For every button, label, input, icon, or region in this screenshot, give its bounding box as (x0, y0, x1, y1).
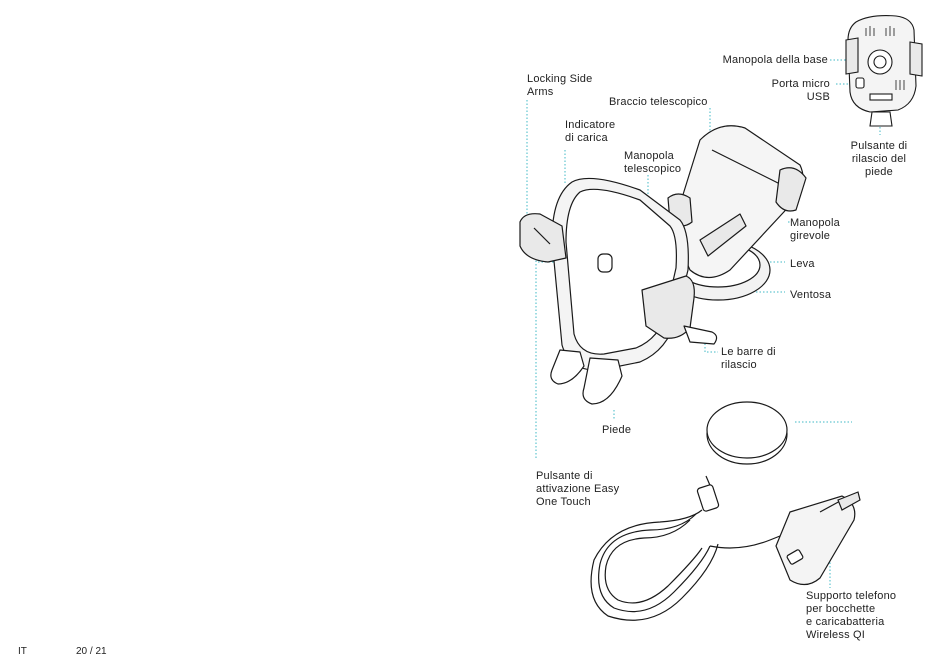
label-leva: Leva (790, 258, 815, 270)
footer-page-number: 20 / 21 (76, 646, 107, 657)
label-braccio-telescopico: Braccio telescopico (609, 96, 708, 108)
lever (699, 213, 747, 257)
label-indicatore-di-carica: Indicatore di carica (565, 119, 616, 144)
leader-barre (704, 340, 718, 353)
usb-cable (590, 475, 791, 621)
foot-right (582, 357, 623, 405)
swivel-knob (775, 167, 807, 212)
label-supporto-caricabatteria: Supporto telefono per bocchette e carica… (806, 590, 897, 641)
phone-holder (519, 125, 807, 405)
holder-back-view (845, 15, 923, 127)
charger-usb-port (786, 549, 804, 565)
label-locking-side-arms: Locking Side Arms (527, 73, 593, 98)
label-piede: Piede (602, 424, 632, 436)
foot-left (550, 349, 585, 385)
footer-language: IT (18, 646, 27, 657)
label-le-barre-di-rilascio: Le barre di rilascio (721, 346, 776, 371)
release-bars (683, 325, 718, 345)
charge-indicator (597, 253, 613, 273)
label-manopola-girevole: Manopola girevole (790, 217, 840, 242)
label-porta-micro-usb: Porta micro USB (771, 78, 830, 103)
label-manopola-telescopico: Manopola telescopico (624, 150, 682, 175)
label-ventosa: Ventosa (790, 289, 832, 301)
label-pulsante-rilascio-piede: Pulsante di rilascio del piede (850, 140, 908, 178)
foot-release-button (869, 111, 893, 127)
car-charger (775, 491, 861, 586)
adhesive-disc (706, 401, 788, 465)
label-manopola-della-base: Manopola della base (722, 54, 828, 66)
micro-usb-port (855, 77, 865, 89)
label-pulsante-attivazione: Pulsante di attivazione Easy One Touch (536, 470, 620, 508)
